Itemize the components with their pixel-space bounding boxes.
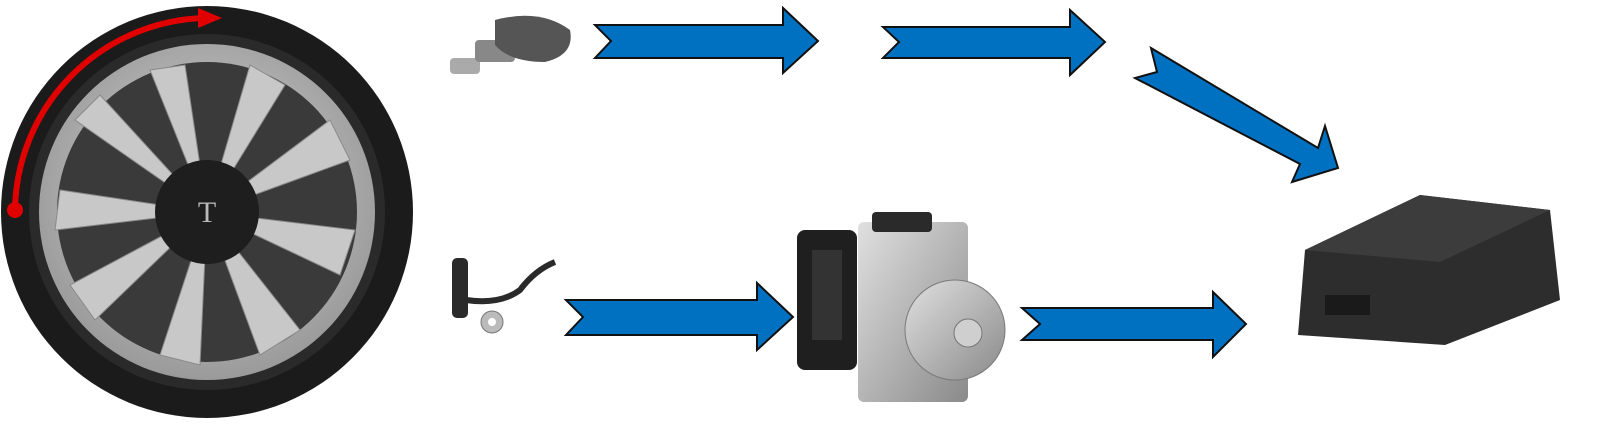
svg-text:T: T (198, 196, 216, 229)
abs-module-icon (797, 212, 1006, 402)
flow-arrow-tpms-2 (880, 7, 1107, 78)
flow-arrow-tpms-to-ecu (1132, 45, 1340, 184)
flow-arrow-speed-to-abs (563, 280, 795, 353)
wheel-icon: T (1, 6, 413, 418)
flow-arrow-tpms-1 (592, 5, 820, 76)
ecu-box-icon (1298, 195, 1560, 345)
rotation-start-icon (7, 202, 23, 218)
flow-arrow-abs-to-ecu (1019, 289, 1248, 360)
rotation-arrow-icon (198, 8, 222, 28)
wheel-speed-sensor-icon (452, 258, 557, 334)
tpms-sensor-icon (450, 15, 571, 74)
